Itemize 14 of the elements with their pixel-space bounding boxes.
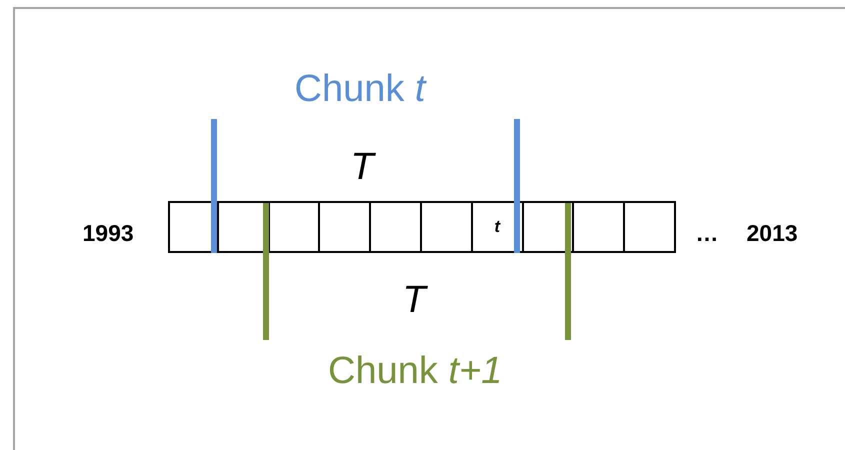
year-label: 2013 xyxy=(746,222,798,245)
window-length-label: T xyxy=(402,281,426,319)
window-length-label: T xyxy=(350,148,374,186)
time-step-cell xyxy=(625,201,676,253)
chunk-label: Chunk t+1 xyxy=(328,352,502,390)
time-step-cell xyxy=(422,201,473,253)
time-step-cell xyxy=(371,201,422,253)
time-step-cell xyxy=(574,201,626,253)
time-step-cell xyxy=(320,201,372,253)
time-step-cell xyxy=(270,201,320,253)
year-label: 1993 xyxy=(82,222,134,245)
ellipsis: … xyxy=(696,222,718,245)
chunk-label: Chunk t xyxy=(294,70,426,108)
cell-label: t xyxy=(494,217,500,237)
